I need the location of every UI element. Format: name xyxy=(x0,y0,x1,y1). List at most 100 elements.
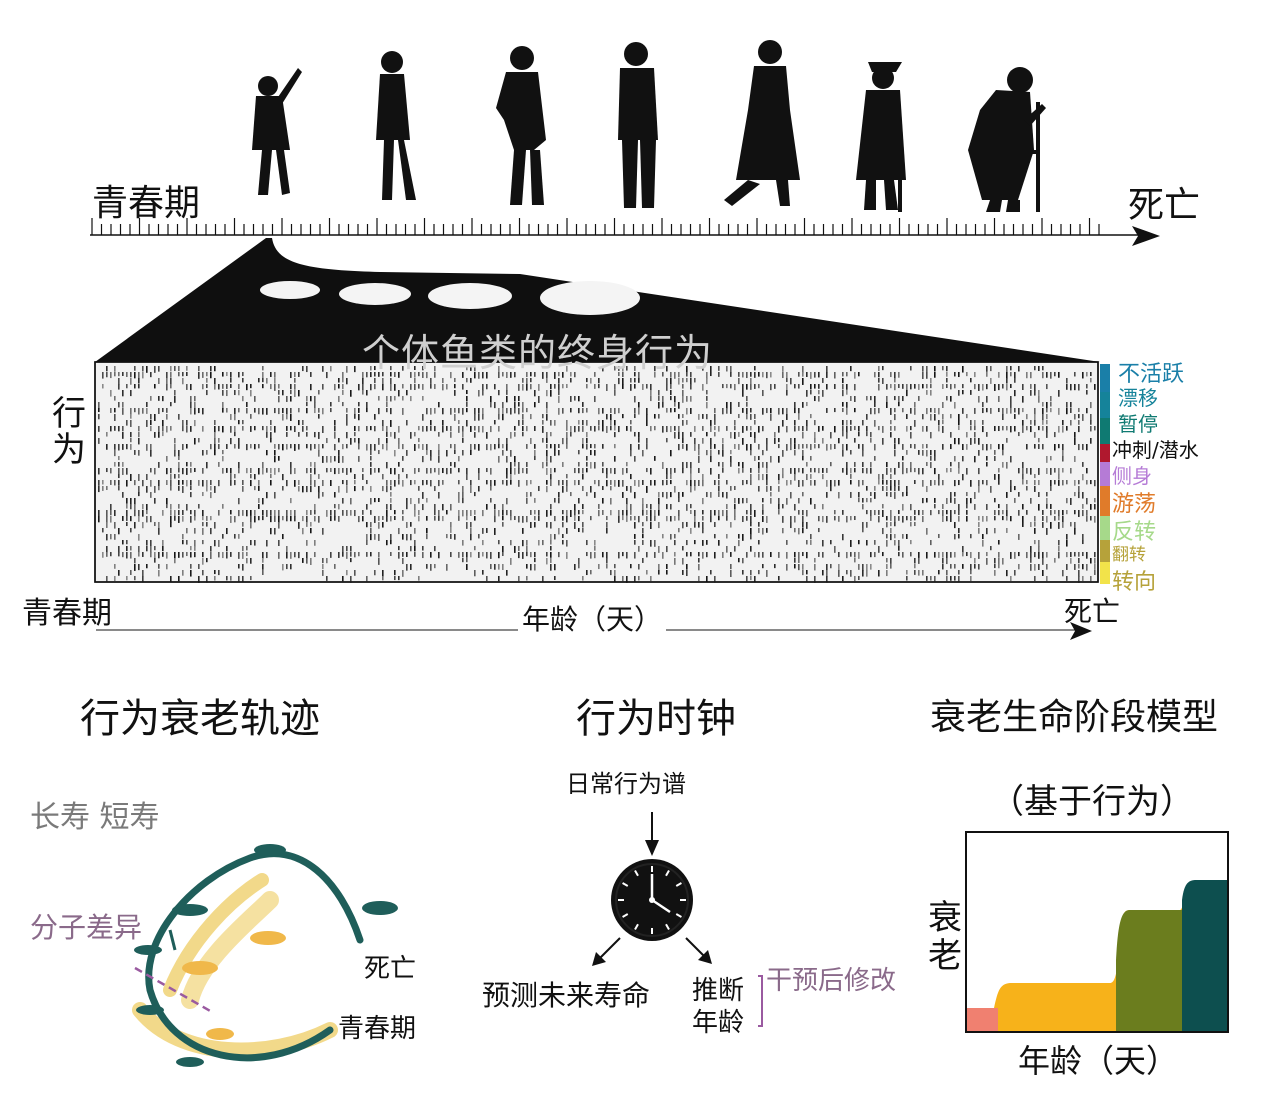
legend-swatch xyxy=(1100,516,1110,540)
legend-swatch xyxy=(1100,562,1110,584)
heatmap-row xyxy=(122,540,1084,547)
heatmap-row xyxy=(106,432,1076,439)
heatmap-row xyxy=(126,498,1096,505)
heatmap-row xyxy=(110,504,1096,511)
elderly-walker-silhouette-icon xyxy=(968,67,1046,212)
clock-tick xyxy=(675,913,682,918)
timeline-end-label: 死亡 xyxy=(1128,185,1201,226)
legend-swatch xyxy=(1100,444,1110,462)
middle-aged-silhouette-icon xyxy=(724,40,800,206)
behavior-legend-bar xyxy=(1100,364,1110,584)
heatmap-row xyxy=(102,528,1076,535)
clock-tick xyxy=(634,870,639,877)
age-axis-arrowhead-icon xyxy=(1070,622,1092,640)
legend-swatch xyxy=(1100,418,1110,444)
trajectory-puberty-label: 青春期 xyxy=(338,1014,417,1044)
predict-lifespan-label: 预测未来寿命 xyxy=(482,979,651,1012)
stage-model-y-label-2: 老 xyxy=(928,936,962,976)
infer-age-label-1: 推断 xyxy=(692,976,745,1006)
stage-model-chart xyxy=(965,831,1229,1033)
legend-swatch xyxy=(1100,540,1110,562)
heatmap-row xyxy=(126,420,1092,427)
clock-tick xyxy=(675,882,682,887)
human-silhouettes xyxy=(252,40,1046,212)
heatmap-row xyxy=(114,462,1084,469)
stage-model-title: 衰老生命阶段模型 xyxy=(930,697,1219,738)
legend-swatch xyxy=(1100,392,1110,418)
fish-silhouettes xyxy=(260,281,640,315)
trajectory-title: 行为衰老轨迹 xyxy=(80,696,320,742)
overlay-title: 个体鱼类的终身行为 xyxy=(362,331,714,375)
heatmap-row xyxy=(118,474,1084,481)
heatmap-row xyxy=(110,390,1088,397)
heatmap-y-label-1: 行 xyxy=(52,394,86,434)
fish-icon xyxy=(260,281,320,299)
fish-icon xyxy=(254,844,286,856)
heatmap-start-label: 青春期 xyxy=(22,596,112,631)
legend-item-dash-dive: 冲刺/潜水 xyxy=(1112,438,1199,462)
heatmap-row xyxy=(98,516,1096,523)
heatmap-row xyxy=(114,396,1052,403)
fish-icon xyxy=(206,1028,234,1040)
long-lived-trajectory xyxy=(145,850,364,1062)
clock-tick xyxy=(665,923,670,930)
legend-item-wander: 游荡 xyxy=(1112,492,1157,517)
clock-input-label: 日常行为谱 xyxy=(566,770,686,798)
legend-item-inactive: 不活跃 xyxy=(1118,362,1185,387)
heatmap-row xyxy=(98,414,1092,421)
heatmap-row xyxy=(106,366,1044,373)
behavior-heatmap xyxy=(98,366,1096,583)
heatmap-row xyxy=(106,546,1060,553)
fish-icon xyxy=(428,283,512,309)
legend-item-turn: 转向 xyxy=(1112,570,1157,595)
intervention-bracket xyxy=(758,975,763,1027)
legend-swatch xyxy=(1100,462,1110,486)
clock-tick xyxy=(622,913,629,918)
trajectory-death-label: 死亡 xyxy=(364,954,417,984)
lifespan-timeline xyxy=(90,218,1160,246)
heatmap-row xyxy=(98,468,1088,475)
trajectory-legend-text: 长寿 短寿 xyxy=(30,800,160,835)
heatmap-row xyxy=(106,444,1088,451)
clock-tick xyxy=(634,923,639,930)
adult-woman-silhouette-icon xyxy=(496,46,546,205)
trajectory-diagram xyxy=(132,844,398,1067)
legend-swatch xyxy=(1100,364,1110,392)
heatmap-row xyxy=(106,522,1076,529)
fish-icon xyxy=(176,1057,204,1067)
stage-model-x-label: 年龄（天） xyxy=(1018,1042,1179,1080)
down-left-arrow-icon xyxy=(592,952,606,966)
down-right-arrow-icon xyxy=(698,950,712,964)
teen-silhouette-icon xyxy=(376,51,416,200)
fish-icon xyxy=(136,1005,164,1015)
heatmap-row xyxy=(98,408,1088,415)
heatmap-row xyxy=(106,576,1092,583)
child-silhouette-icon xyxy=(252,68,302,195)
clock-tick xyxy=(622,882,629,887)
heatmap-row xyxy=(114,450,1064,457)
heatmap-y-label-2: 为 xyxy=(52,430,86,470)
behavior-legend: 不活跃 漂移 暂停 冲刺/潜水 侧身 游荡 反转 翻转 转向 xyxy=(1112,356,1282,595)
stage-model-y-label-1: 衰 xyxy=(928,898,962,938)
molecular-difference-line xyxy=(134,966,213,1014)
legend-item-reverse: 反转 xyxy=(1112,520,1157,545)
behavior-clock-diagram xyxy=(592,812,763,1027)
heatmap-row xyxy=(98,438,1092,445)
legend-item-flip: 翻转 xyxy=(1112,545,1146,565)
elderly-cane-silhouette-icon xyxy=(856,62,906,212)
legend-swatch xyxy=(1100,486,1110,516)
clock-icon xyxy=(611,859,693,941)
intervention-label: 干预后修改 xyxy=(766,966,897,996)
fish-icon xyxy=(540,281,640,315)
legend-item-sideways: 侧身 xyxy=(1112,464,1152,488)
fish-icon xyxy=(362,901,398,915)
heatmap-row xyxy=(102,552,1096,559)
heatmap-x-label: 年龄（天） xyxy=(518,598,667,638)
fish-icon xyxy=(339,283,411,305)
heatmap-row xyxy=(134,558,1096,565)
stage-model-subtitle: （基于行为） xyxy=(990,782,1194,822)
legend-item-drift: 漂移 xyxy=(1118,386,1158,410)
clock-tick xyxy=(665,870,670,877)
heatmap-row xyxy=(114,564,1096,571)
timeline-start-label: 青春期 xyxy=(92,183,201,224)
